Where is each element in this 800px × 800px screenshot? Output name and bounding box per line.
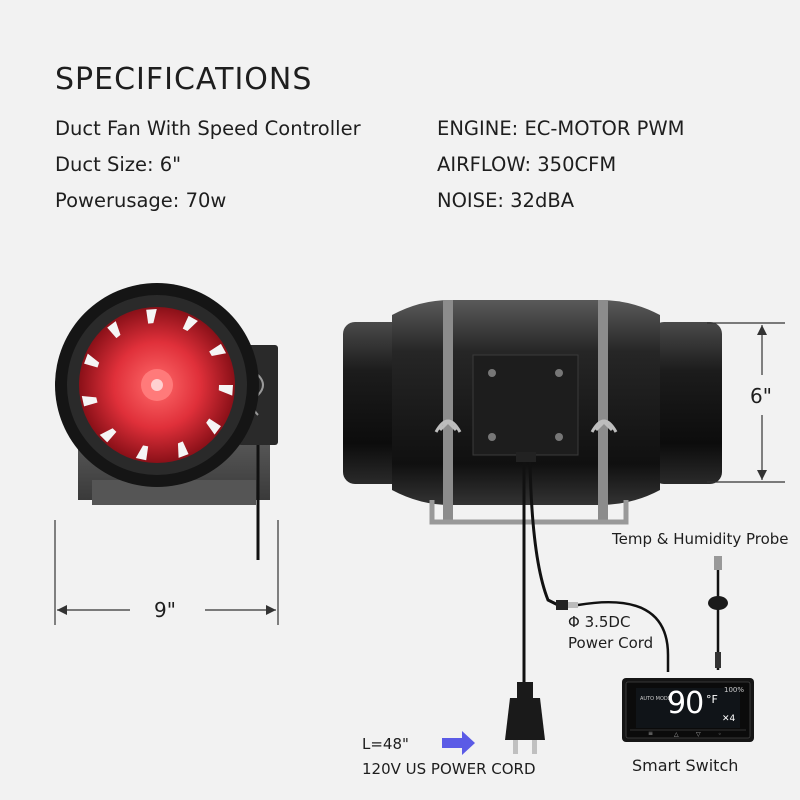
dimension-height [707,322,785,483]
controller-speed: ✕4 [722,714,736,724]
controller-mode: AUTO MODE [640,696,671,702]
svg-text:◦: ◦ [718,731,722,738]
impeller-blade-gap [99,428,117,443]
duct-flange-right [652,322,722,484]
impeller-blade-gap [135,445,149,461]
cord-length-label: L=48" [362,735,409,753]
strap-left [443,300,453,522]
svg-text:≡: ≡ [648,730,653,737]
impeller-blade-gap [146,309,157,324]
impeller-blade-gap [84,353,100,368]
fan-speed-icon: ✕ [722,714,730,724]
arrow-icon [442,731,475,755]
dc-cord-label-1: Φ 3.5DC [568,613,631,631]
impeller-blade-gap [218,385,233,396]
spec-product: Duct Fan With Speed Controller [55,117,361,140]
spec-noise: NOISE: 32dBA [437,189,575,212]
impeller-blade-gap [177,441,189,458]
controller-temperature: 90 [667,686,704,721]
smart-switch: ≡ △ ▽ ◦ [622,678,754,742]
impeller-blade-gap [182,315,198,331]
dc-jack [556,600,578,610]
impeller-blade-gap [81,396,98,407]
strap-right [598,300,608,522]
probe-label: Temp & Humidity Probe [612,530,789,548]
controller-unit: °F [706,693,718,706]
controller-percent: 100% [724,686,745,694]
spec-power-usage: Powerusage: 70w [55,189,227,212]
power-cord-label: 120V US POWER CORD [362,760,536,778]
svg-text:▽: ▽ [696,731,701,738]
impeller-blade-gap [107,321,121,339]
us-plug [505,682,545,754]
page-title: SPECIFICATIONS [55,62,313,97]
dc-cord-label-2: Power Cord [568,634,654,652]
spec-airflow: AIRFLOW: 350CFM [437,153,617,176]
impeller-blade-gap [209,343,227,356]
spec-duct-size: Duct Size: 6" [55,153,182,176]
spec-engine: ENGINE: EC-MOTOR PWM [437,117,685,140]
impeller-blade-gap [206,418,221,435]
width-label: 9" [154,598,176,622]
svg-text:△: △ [674,731,679,738]
cables [522,461,720,688]
fan-front-view [55,283,278,560]
height-label: 6" [750,384,772,408]
smart-switch-label: Smart Switch [632,756,739,775]
dimension-width [54,520,279,625]
fan-side-view [343,300,722,525]
mounting-plate [472,354,579,456]
humidity-probe [708,556,728,668]
